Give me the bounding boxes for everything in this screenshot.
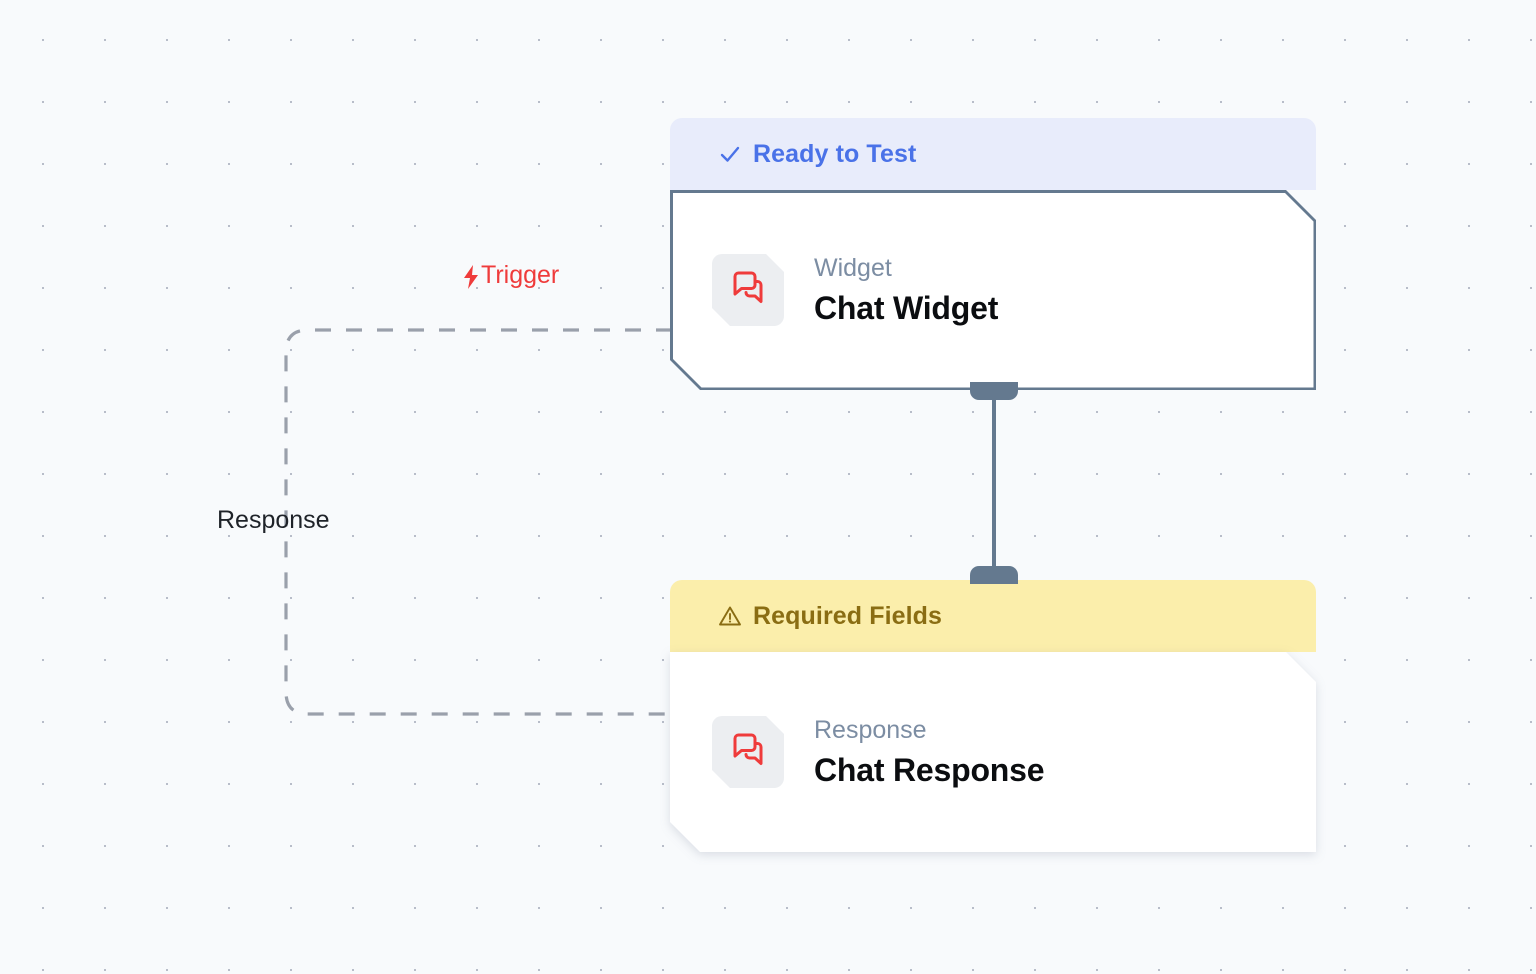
edge-label-response-text: Response <box>217 506 330 534</box>
dashed-connector-path <box>284 328 672 716</box>
chat-response-subtitle: Response <box>814 715 927 744</box>
edge-label-trigger-text: Trigger <box>481 261 560 289</box>
chat-bubbles-icon-tile <box>712 716 784 788</box>
chat-bubbles-icon <box>726 728 770 777</box>
edge-label-trigger: Trigger <box>462 261 559 290</box>
chat-widget-title: Chat Widget <box>814 289 999 326</box>
chat-response-text: Response Chat Response <box>814 715 1045 790</box>
chat-widget-subtitle: Widget <box>814 253 892 282</box>
chat-response-input-port[interactable] <box>970 566 1018 584</box>
chat-response-body[interactable]: Response Chat Response <box>670 652 1316 852</box>
chat-widget-output-port[interactable] <box>970 382 1018 400</box>
chat-widget-text: Widget Chat Widget <box>814 253 998 328</box>
lightning-bolt-icon <box>462 264 480 290</box>
chat-widget-body[interactable]: Widget Chat Widget <box>670 190 1316 390</box>
chat-bubbles-icon <box>726 266 770 315</box>
chat-response-status-label: Required Fields <box>753 601 943 630</box>
edge-label-response: Response <box>217 506 330 535</box>
chat-response-status-header: Required Fields <box>670 580 1316 652</box>
check-icon <box>718 142 742 166</box>
chat-bubbles-icon-tile <box>712 254 784 326</box>
warning-triangle-icon <box>718 604 742 628</box>
chat-widget-status-header: Ready to Test <box>670 118 1316 190</box>
chat-response-title: Chat Response <box>814 751 1045 788</box>
chat-widget-status-label: Ready to Test <box>753 139 917 168</box>
